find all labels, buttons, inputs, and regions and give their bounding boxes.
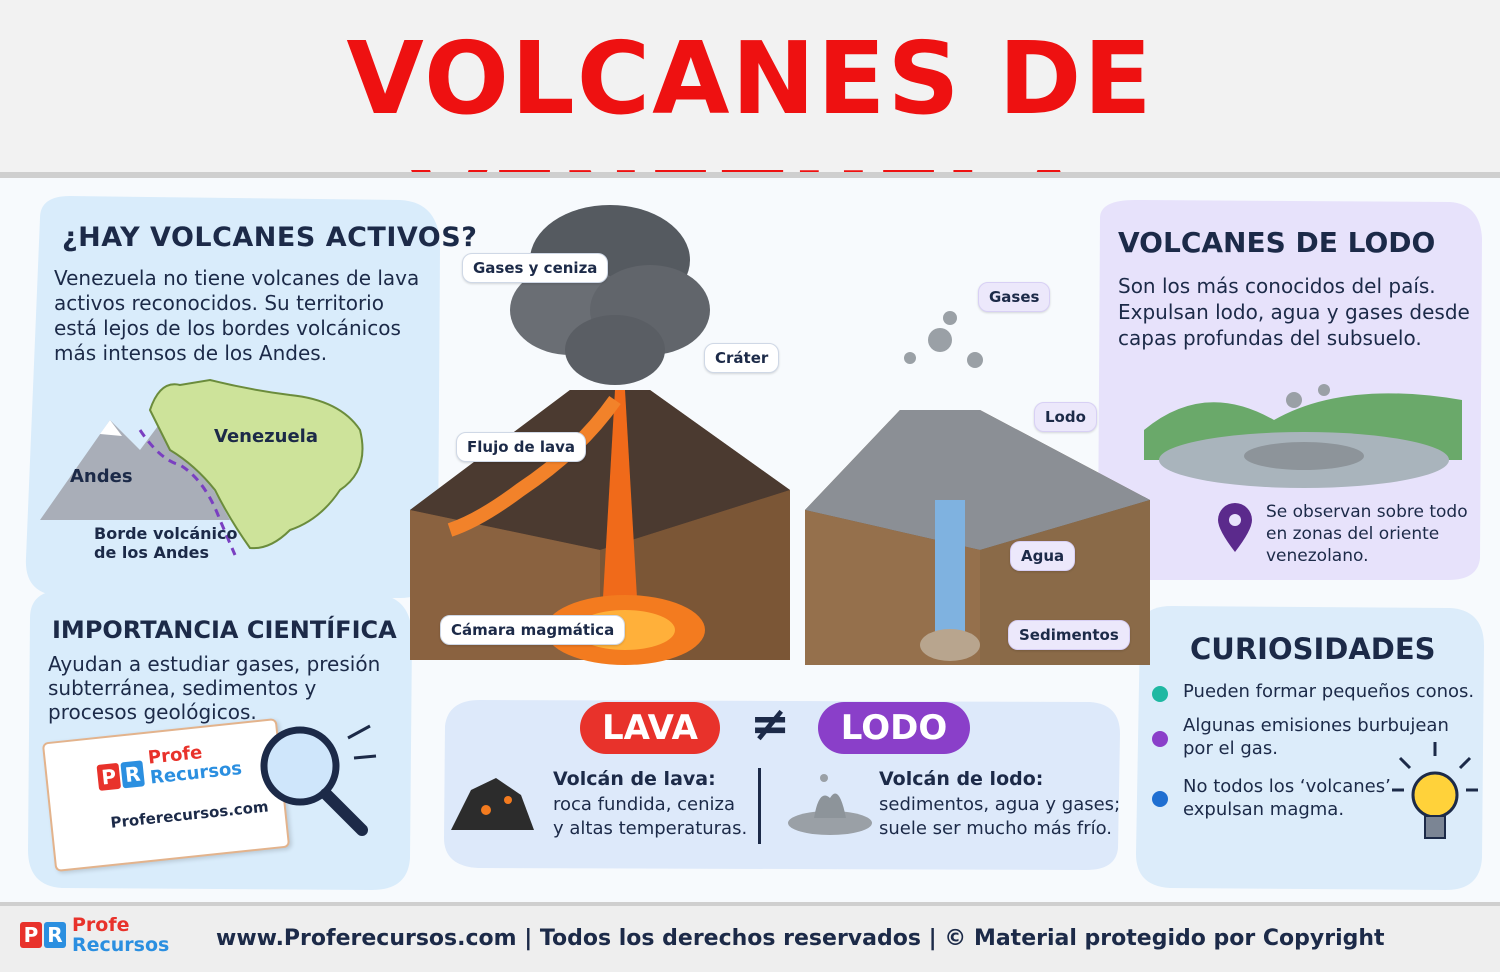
label-lodo: Lodo xyxy=(1034,402,1097,432)
curiosity-dot-1 xyxy=(1152,686,1168,702)
mud-splash-icon xyxy=(788,774,872,835)
title-divider xyxy=(0,172,1500,178)
label-crater: Cráter xyxy=(704,343,780,373)
lava-compare-line-2: y altas temperaturas. xyxy=(553,818,748,839)
label-lava-flow: Flujo de lava xyxy=(456,432,587,462)
active-heading: ¿HAY VOLCANES ACTIVOS? xyxy=(62,222,478,253)
curiosities-heading: CURIOSIDADES xyxy=(1190,632,1436,666)
science-line-2: subterránea, sedimentos y xyxy=(48,676,317,700)
notebook-logo-r: R xyxy=(120,760,145,789)
map-label-border-2: de los Andes xyxy=(94,543,210,562)
magnifying-glass-icon xyxy=(260,724,377,836)
curiosity-3-line-2: expulsan magma. xyxy=(1183,799,1345,820)
location-line-1: Se observan sobre todo xyxy=(1266,502,1468,522)
notebook-logo-p: P xyxy=(96,762,122,791)
curiosity-3-line-1: No todos los ‘volcanes’ xyxy=(1183,776,1391,797)
science-line-3: procesos geológicos. xyxy=(48,700,257,724)
science-line-1: Ayudan a estudiar gases, presión xyxy=(48,652,381,676)
science-heading: IMPORTANCIA CIENTÍFICA xyxy=(52,616,397,644)
venezuela-map-shape xyxy=(148,378,364,550)
label-gases: Gases xyxy=(978,282,1051,312)
map-label-venezuela: Venezuela xyxy=(214,426,318,447)
footer xyxy=(0,906,1500,972)
active-line-3: está lejos de los bordes volcánicos xyxy=(54,316,401,340)
curiosity-dot-3 xyxy=(1152,791,1168,807)
lava-pill: LAVA xyxy=(580,702,720,754)
label-sedimentos: Sedimentos xyxy=(1008,620,1130,650)
curiosity-1-line-1: Pueden formar pequeños conos. xyxy=(1183,681,1475,702)
lodo-pill: LODO xyxy=(818,702,970,754)
curiosities-panel-bg xyxy=(1136,606,1484,890)
mud-pool-illustration xyxy=(1144,384,1462,488)
curiosity-2-line-1: Algunas emisiones burbujean xyxy=(1183,715,1449,736)
lodo-compare-title: Volcán de lodo: xyxy=(879,768,1044,790)
not-equal-sign: ≠ xyxy=(750,696,791,752)
mud-line-2: Expulsan lodo, agua y gases desde xyxy=(1118,300,1470,324)
label-gases-ceniza: Gases y ceniza xyxy=(462,253,609,283)
title-bar xyxy=(0,0,1500,172)
compare-divider xyxy=(758,768,761,844)
mud-line-3: capas profundas del subsuelo. xyxy=(1118,326,1422,350)
lava-compare-title: Volcán de lava: xyxy=(553,768,716,790)
lodo-compare-line-2: suele ser mucho más frío. xyxy=(879,818,1113,839)
volcanic-border-line xyxy=(138,429,237,556)
mud-panel-bg xyxy=(1098,200,1482,580)
mud-heading: VOLCANES DE LODO xyxy=(1118,226,1436,259)
map-label-andes: Andes xyxy=(70,466,133,487)
location-pin-icon xyxy=(1218,503,1252,552)
footer-logo-r: R xyxy=(44,922,66,948)
footer-profe: Profe xyxy=(72,914,130,936)
active-line-4: más intensos de los Andes. xyxy=(54,341,328,365)
active-line-1: Venezuela no tiene volcanes de lava xyxy=(54,266,420,290)
lava-rock-icon xyxy=(451,778,534,830)
map-label-border-1: Borde volcánico xyxy=(94,524,238,543)
notebook-url: Proferecursos.com xyxy=(109,797,270,832)
lava-compare-line-1: roca fundida, ceniza xyxy=(553,794,736,815)
lightbulb-icon xyxy=(1392,742,1478,839)
footer-recursos: Recursos xyxy=(72,934,170,956)
location-line-2: en zonas del oriente xyxy=(1266,524,1440,544)
lodo-compare-line-1: sedimentos, agua y gases; xyxy=(879,794,1121,815)
label-magma-chamber: Cámara magmática xyxy=(440,615,626,645)
curiosity-dot-2 xyxy=(1152,731,1168,747)
location-line-3: venezolano. xyxy=(1266,546,1369,566)
venezuela-map-illustration xyxy=(40,378,364,556)
mud-line-1: Son los más conocidos del país. xyxy=(1118,274,1436,298)
footer-divider xyxy=(0,902,1500,906)
active-line-2: activos reconocidos. Su territorio xyxy=(54,291,384,315)
label-agua: Agua xyxy=(1010,541,1076,571)
footer-text: www.Proferecursos.com | Todos los derech… xyxy=(216,926,1385,951)
footer-logo-p: P xyxy=(20,922,42,948)
curiosity-2-line-2: por el gas. xyxy=(1183,738,1278,759)
